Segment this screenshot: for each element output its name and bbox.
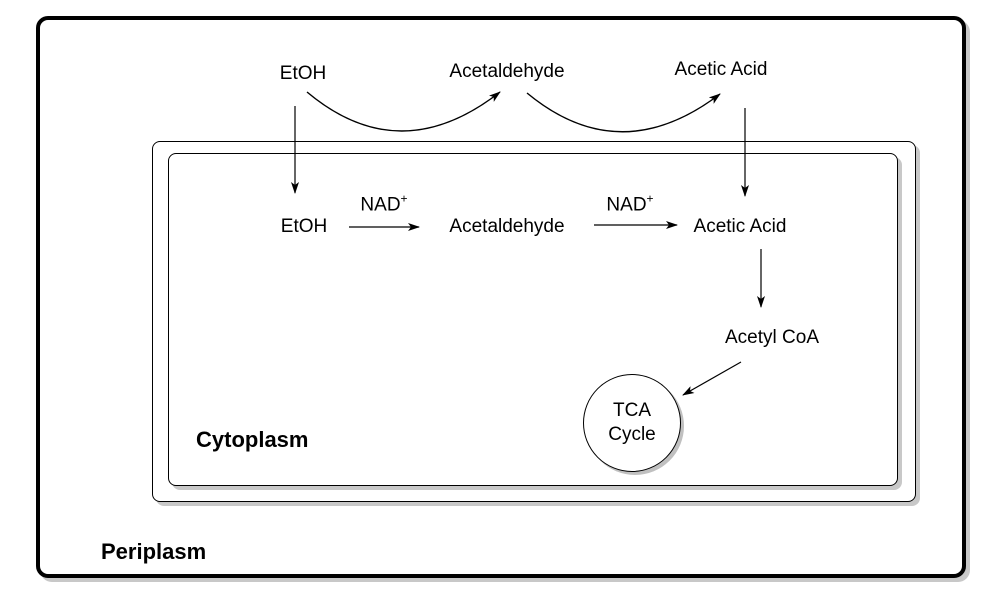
arrow-acetyl-coa-to-tca [682, 361, 742, 396]
arrow-acetaldehyde-to-acetic-acid-periplasm [526, 92, 721, 133]
tca-line-2: Cycle [608, 424, 656, 445]
nad-cofactor-2: NAD+ [606, 192, 653, 217]
periplasm-acetic-acid-label: Acetic Acid [674, 59, 768, 80]
cytoplasm-acetaldehyde-label: Acetaldehyde [449, 216, 565, 237]
cytoplasm-etoh-label: EtOH [280, 216, 328, 237]
nad-cofactor-1: NAD+ [360, 192, 407, 217]
periplasm-title: Periplasm [101, 539, 207, 564]
arrow-etoh-to-acetaldehyde-periplasm [306, 91, 501, 132]
nad-cofactor-2-charge: + [646, 191, 654, 206]
nad-cofactor-2-text: NAD [606, 194, 647, 216]
acetyl-coa-label: Acetyl CoA [725, 327, 819, 348]
cytoplasm-title: Cytoplasm [196, 427, 309, 452]
periplasm-acetaldehyde-label: Acetaldehyde [449, 61, 565, 82]
cytoplasm-acetic-acid-label: Acetic Acid [693, 216, 787, 237]
nad-cofactor-1-text: NAD [360, 194, 401, 216]
tca-line-1: TCA [613, 400, 651, 421]
nad-cofactor-1-charge: + [400, 191, 408, 206]
periplasm-etoh-label: EtOH [279, 63, 327, 84]
cytoplasm-compartment [168, 153, 898, 486]
tca-cycle-node: TCA Cycle [583, 374, 681, 472]
